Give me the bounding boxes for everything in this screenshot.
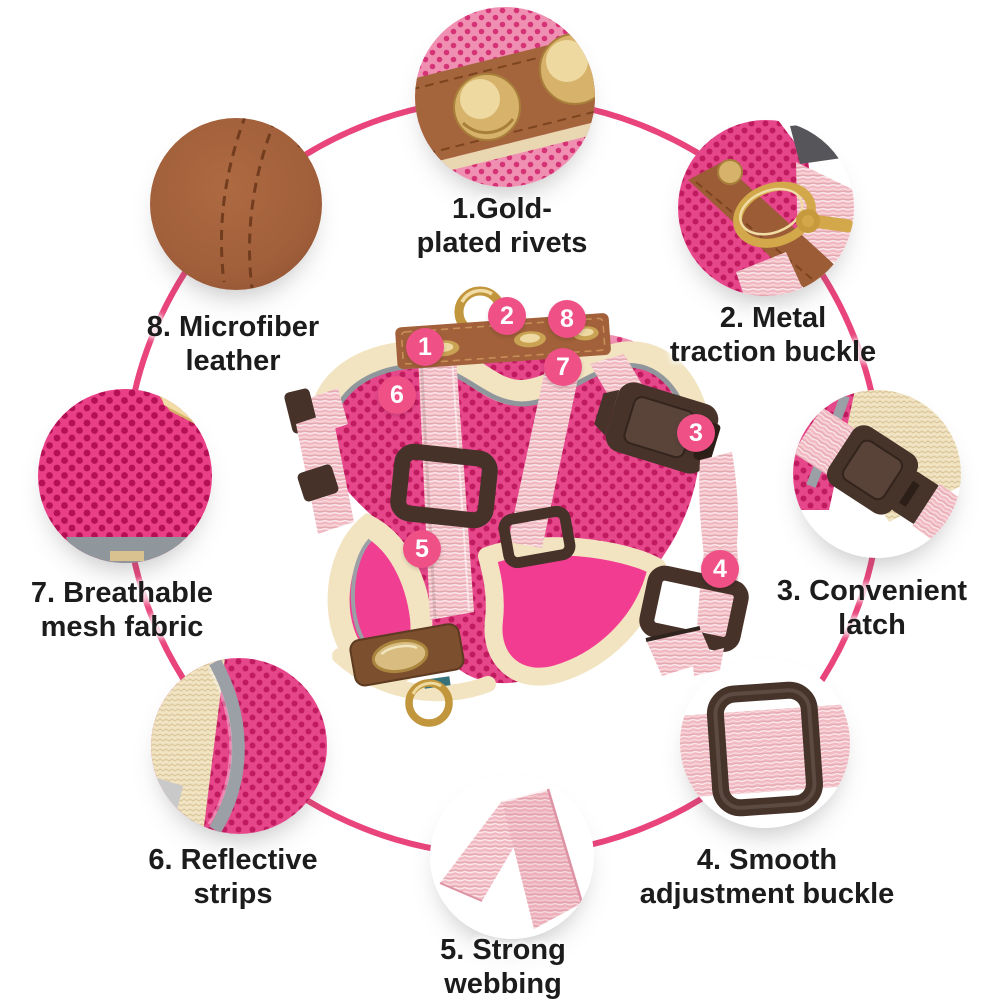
callout-badge-2: 2 <box>488 297 526 335</box>
feature-label-6-line2: strips <box>193 878 273 910</box>
callout-badge-8: 8 <box>548 300 586 338</box>
feature-label-4-line2: adjustment buckle <box>639 878 895 910</box>
callout-badge-7: 7 <box>544 348 582 386</box>
feature-label-1: 1.Gold- plated rivets <box>352 192 652 260</box>
detail-photo-convenient-latch <box>793 390 961 558</box>
feature-label-7: 7. Breathable mesh fabric <box>0 576 272 644</box>
feature-label-2: 2. Metal traction buckle <box>623 301 923 369</box>
callout-badge-6: 6 <box>378 376 416 414</box>
detail-photo-reflective-strips <box>151 658 327 834</box>
feature-label-8-line2: leather <box>185 345 281 377</box>
detail-photo-adjustment-buckle <box>680 658 850 828</box>
feature-label-3-line1: 3. Convenient <box>776 575 968 607</box>
feature-label-4-line1: 4. Smooth <box>696 844 838 876</box>
callout-badge-1: 1 <box>406 328 444 366</box>
feature-label-1-line1: 1.Gold- <box>452 193 552 225</box>
feature-label-5: 5. Strong webbing <box>353 933 653 1000</box>
feature-label-1-line2: plated rivets <box>416 227 588 259</box>
feature-label-6-line1: 6. Reflective <box>148 844 318 876</box>
detail-photo-metal-traction-buckle <box>678 120 854 296</box>
callout-badge-4: 4 <box>701 550 739 588</box>
callout-badge-3: 3 <box>677 414 715 452</box>
feature-label-3-line2: latch <box>838 609 906 641</box>
feature-label-8-line1: 8. Microfiber <box>146 311 320 343</box>
feature-label-2-line1: 2. Metal <box>719 302 827 334</box>
feature-label-6: 6. Reflective strips <box>83 843 383 911</box>
feature-label-5-line2: webbing <box>444 968 562 1000</box>
detail-photo-breathable-mesh <box>38 389 212 563</box>
feature-label-5-line1: 5. Strong <box>440 934 566 966</box>
feature-label-2-line2: traction buckle <box>669 336 877 368</box>
feature-label-7-line1: 7. Breathable <box>30 577 214 609</box>
feature-label-7-line2: mesh fabric <box>40 611 204 643</box>
feature-label-4: 4. Smooth adjustment buckle <box>617 843 917 911</box>
detail-photo-gold-plated-rivets <box>415 7 595 187</box>
detail-photo-strong-webbing <box>430 775 594 939</box>
callout-badge-5: 5 <box>403 530 441 568</box>
feature-label-8: 8. Microfiber leather <box>83 310 383 378</box>
feature-label-3: 3. Convenient latch <box>722 574 1000 642</box>
detail-photo-microfiber-leather <box>150 118 322 290</box>
